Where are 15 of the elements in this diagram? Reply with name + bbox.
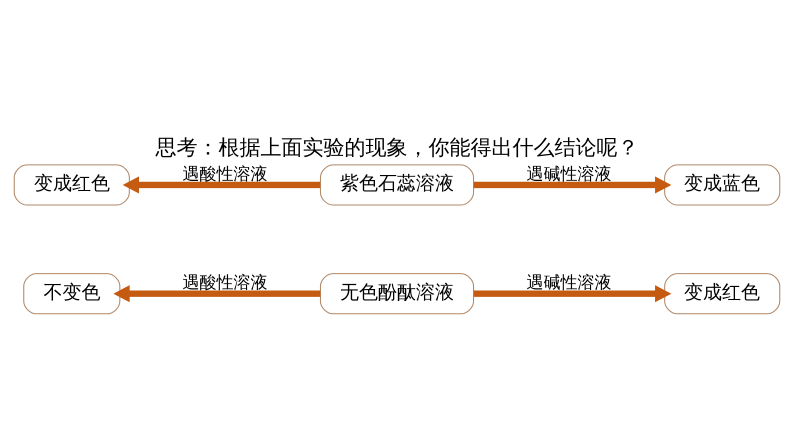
node-box: 变成蓝色 — [664, 164, 780, 206]
diagram-title: 思考：根据上面实验的现象，你能得出什么结论呢？ — [156, 134, 638, 160]
node-box: 变成红色 — [14, 164, 130, 206]
edge-label: 遇碱性溶液 — [526, 163, 612, 184]
arrow — [474, 176, 672, 194]
node-box: 无色酚酞溶液 — [320, 273, 474, 314]
node-box: 不变色 — [23, 273, 120, 314]
edge-label: 遇酸性溶液 — [182, 272, 268, 292]
edge-label: 遇碱性溶液 — [526, 272, 612, 292]
node-box: 紫色石蕊溶液 — [320, 164, 474, 206]
arrow — [122, 176, 320, 194]
edge-label: 遇酸性溶液 — [182, 163, 268, 184]
node-box: 变成红色 — [664, 273, 780, 314]
arrow — [113, 285, 320, 302]
arrow — [474, 285, 672, 302]
